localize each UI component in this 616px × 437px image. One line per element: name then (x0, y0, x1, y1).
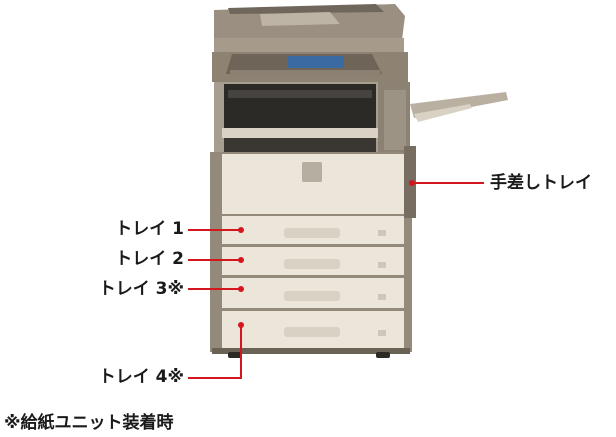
pointer-dot-tray-4 (238, 322, 244, 328)
copier-illustration (210, 4, 508, 358)
footnote: ※給紙ユニット装着時 (4, 413, 174, 433)
pointer-dot-tray-2 (238, 257, 244, 263)
lcd-screen-icon (288, 56, 344, 68)
label-tray-2: トレイ 2 (115, 249, 184, 269)
pointer-tray-4 (188, 325, 242, 379)
tray-4-handle-icon (284, 327, 340, 337)
tray-1-handle-icon (284, 228, 340, 238)
label-tray-1: トレイ 1 (115, 219, 184, 239)
pointer-dot-manual-tray (409, 180, 415, 186)
tray-2-handle-icon (284, 259, 340, 269)
tray-3-handle-icon (284, 291, 340, 301)
caster-right-icon (376, 352, 390, 358)
pointer-dot-tray-3 (238, 286, 244, 292)
label-tray-4: トレイ 4※ (98, 367, 184, 387)
label-tray-3: トレイ 3※ (98, 279, 184, 299)
label-manual-tray: 手差しトレイ (490, 173, 592, 193)
front-door-handle-icon (302, 162, 322, 182)
pointer-dot-tray-1 (238, 227, 244, 233)
caster-left-icon (228, 352, 242, 358)
pointer-lines (188, 180, 484, 379)
